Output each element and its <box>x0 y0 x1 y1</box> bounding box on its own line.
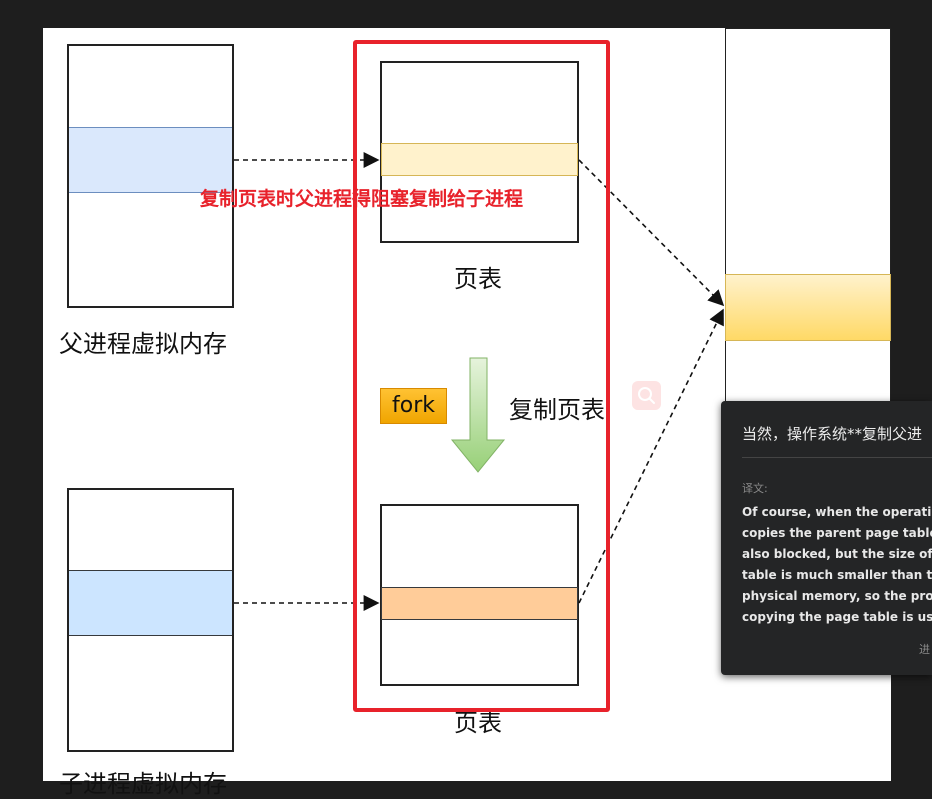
child-page-table-label: 页表 <box>454 709 502 737</box>
child-page-table-entry <box>381 587 578 620</box>
popup-line: physical memory, so the proce <box>742 589 932 603</box>
fork-badge: fork <box>380 388 447 424</box>
physical-memory-region <box>725 274 891 341</box>
popup-line: copies the parent page table, <box>742 526 932 540</box>
popup-divider <box>742 457 932 458</box>
connector-arrows <box>234 152 725 611</box>
search-chip[interactable] <box>632 381 661 410</box>
physical-memory-box <box>725 28 891 408</box>
child-page-table-to-physical-arrow <box>578 308 724 604</box>
popup-line: copying the page table is usua <box>742 610 932 624</box>
popup-subtitle: 译文: <box>742 482 768 495</box>
popup-line: also blocked, but the size of th <box>742 547 932 561</box>
parent-memory-region <box>69 127 232 193</box>
popup-line: Of course, when the operating <box>742 505 932 519</box>
child-memory-region <box>69 570 232 636</box>
parent-virtual-memory-label: 父进程虚拟内存 <box>59 330 227 358</box>
fork-down-arrow <box>450 357 506 473</box>
blocking-annotation: 复制页表时父进程得阻塞复制给子进程 <box>200 188 524 210</box>
popup-line: table is much smaller than the <box>742 568 932 582</box>
highlight-frame <box>353 40 610 712</box>
parent-page-table-to-physical-arrow <box>578 159 725 307</box>
parent-page-table-entry <box>381 143 578 176</box>
popup-title: 当然，操作系统**复制父进 <box>742 425 923 443</box>
search-icon <box>638 387 655 404</box>
translation-popup: 当然，操作系统**复制父进 译文: Of course, when the op… <box>721 401 932 675</box>
popup-footer[interactable]: 进 <box>919 643 930 656</box>
copy-page-table-label: 复制页表 <box>509 396 605 424</box>
parent-page-table-label: 页表 <box>454 265 502 293</box>
